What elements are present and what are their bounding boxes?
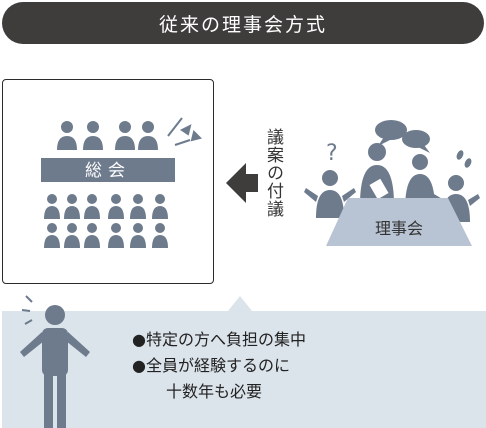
problem-list: ●特定の方へ負担の集中 ●全員が経験するのに 十数年も必要 [132,327,392,405]
page-title: 従来の理事会方式 [158,13,327,36]
problem-item: 十数年も必要 [166,382,263,401]
problem-item: ●全員が経験するのに [132,356,290,375]
title-banner: 従来の理事会方式 [2,2,484,44]
assembly-banner [41,158,175,182]
stress-lines-icon [21,295,33,325]
meeting-table [326,198,472,246]
worried-person-icon [20,305,90,428]
speech-bubbles-icon [375,120,430,153]
problem-item: ●特定の方へ負担の集中 [132,330,306,349]
arrow-label: 議案の付議 [263,128,283,218]
presiding-members-icon [57,121,158,150]
gavel-icon [167,117,202,146]
problem-callout [2,311,486,428]
arrow-left-icon [226,163,258,203]
document-icon [367,176,391,202]
question-mark-icon: ? [326,141,338,166]
callout-pointer [228,296,252,311]
assembly-audience-icon [44,194,168,248]
sweat-drops-icon [456,150,472,168]
assembly-banner-label: 総会 [85,161,131,181]
board-table-label: 理事会 [375,219,423,238]
